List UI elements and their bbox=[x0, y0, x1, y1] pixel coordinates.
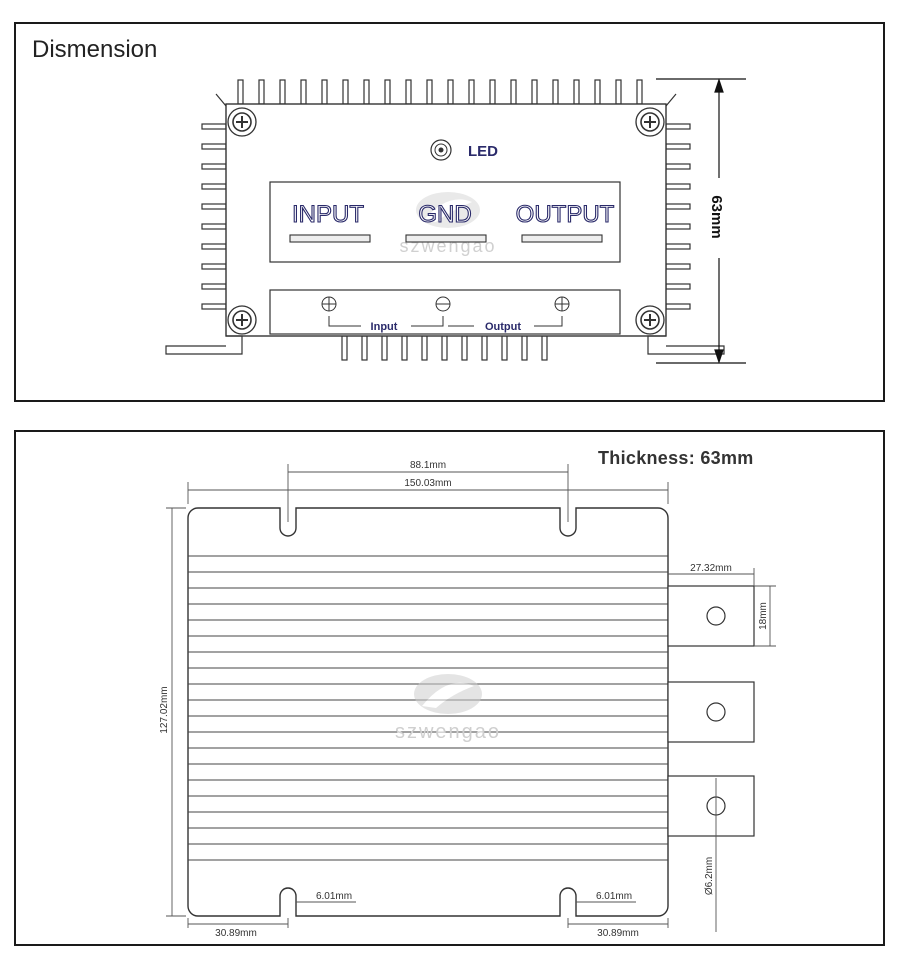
mounting-foot-left bbox=[165, 335, 243, 355]
mounting-foot-right bbox=[647, 335, 725, 355]
bracket-input-label: Input bbox=[371, 321, 398, 333]
top-view-drawing: szwengao bbox=[159, 460, 776, 939]
heatsink-outline bbox=[187, 507, 669, 917]
terminal-plus-icon-right bbox=[554, 296, 570, 312]
watermark-text: szwengao bbox=[395, 721, 501, 743]
corner-screws bbox=[227, 107, 665, 335]
dim-27-label: 27.32mm bbox=[690, 563, 732, 574]
front-view-drawing: LED szwengao INPUT GND OUTPUT Input bbox=[165, 78, 746, 364]
dim-3089-left-label: 30.89mm bbox=[215, 928, 257, 939]
terminal-tab-1 bbox=[667, 585, 755, 647]
front-view-panel: Dismension LED szwengao INPUT GND OUTPUT bbox=[14, 22, 885, 402]
led-label: LED bbox=[468, 143, 498, 160]
watermark-logo-icon bbox=[414, 674, 482, 714]
heatsink-fin-lines bbox=[188, 555, 668, 861]
dim-3089-right-label: 30.89mm bbox=[597, 928, 639, 939]
height-dimension-label: 63mm bbox=[708, 195, 725, 238]
panel-title: Dismension bbox=[32, 36, 158, 63]
terminal-plus-icon-left bbox=[321, 296, 337, 312]
output-label: OUTPUT bbox=[516, 201, 615, 228]
terminal-tab-3 bbox=[667, 775, 755, 837]
gnd-slot bbox=[405, 234, 487, 243]
dim-18-label: 18mm bbox=[758, 602, 769, 630]
height-dimension bbox=[656, 78, 746, 364]
led-indicator-icon bbox=[430, 139, 452, 161]
dim-601-right-label: 6.01mm bbox=[596, 891, 632, 902]
top-view-panel: Thickness: 63mm szwengao bbox=[14, 430, 885, 946]
bracket-output-label: Output bbox=[485, 321, 521, 333]
dim-601-left-label: 6.01mm bbox=[316, 891, 352, 902]
thickness-label: Thickness: 63mm bbox=[598, 448, 754, 468]
input-slot bbox=[289, 234, 371, 243]
input-bracket bbox=[328, 316, 444, 327]
dim-62-label: Ø6.2mm bbox=[704, 857, 715, 895]
terminal-minus-icon bbox=[435, 296, 451, 312]
output-bracket bbox=[448, 316, 563, 327]
dim-150-label: 150.03mm bbox=[404, 478, 451, 489]
terminal-tab-2 bbox=[667, 681, 755, 743]
dim-127-label: 127.02mm bbox=[159, 686, 170, 733]
output-slot bbox=[521, 234, 603, 243]
terminal-strip bbox=[269, 289, 621, 335]
input-label: INPUT bbox=[292, 201, 364, 228]
watermark-logo-icon bbox=[416, 192, 480, 228]
dimension-lines bbox=[166, 464, 776, 932]
dim-88-label: 88.1mm bbox=[410, 460, 446, 471]
gnd-label: GND bbox=[418, 201, 471, 228]
